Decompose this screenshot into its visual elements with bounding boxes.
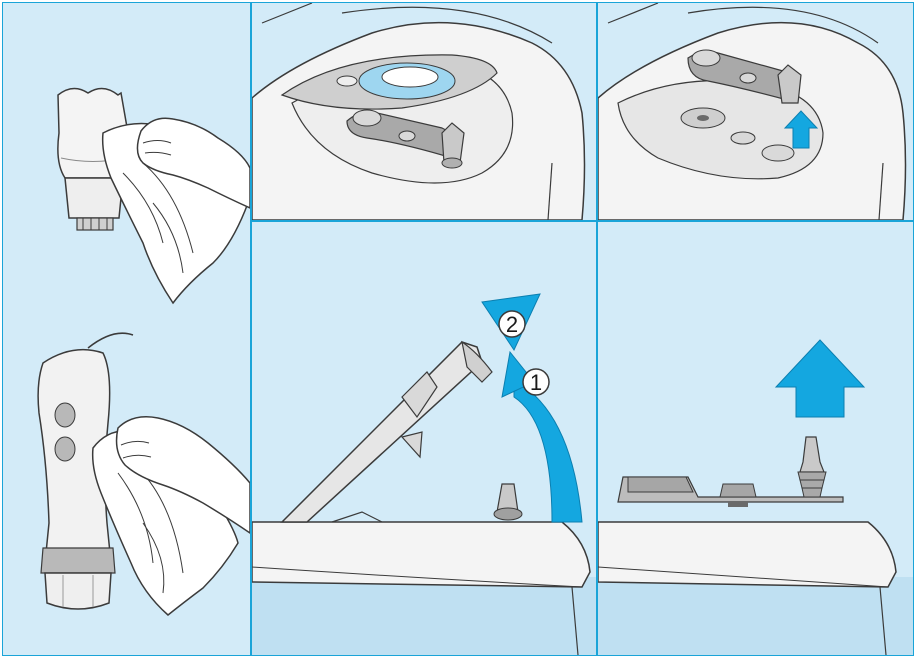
step-label-1: 1 (530, 370, 542, 395)
water-tank-right (598, 577, 914, 655)
lid-detail-open-illustration (252, 3, 596, 220)
step-label-2: 2 (506, 312, 518, 337)
panel-wipe (3, 3, 250, 655)
panel-open-lid: 1 2 (252, 222, 596, 655)
removed-valve-plate-icon (618, 437, 843, 507)
step-badge-2: 2 (499, 311, 525, 337)
wipe-illustration (3, 3, 250, 655)
panel-remove-valve (598, 222, 914, 655)
valve-knob-icon (494, 484, 522, 520)
curved-arrow-rotate-icon (482, 294, 582, 522)
panel-lid-detail-open (252, 3, 596, 220)
large-upward-arrow-icon (776, 340, 864, 417)
panel-lid-detail-valve (598, 3, 914, 220)
remove-valve-illustration (598, 222, 914, 655)
hinged-cover-icon (282, 342, 492, 522)
open-lid-illustration: 1 2 (252, 222, 596, 655)
water-tank (252, 577, 596, 655)
step-badge-1: 1 (523, 369, 549, 395)
lid-detail-valve-illustration (598, 3, 914, 220)
